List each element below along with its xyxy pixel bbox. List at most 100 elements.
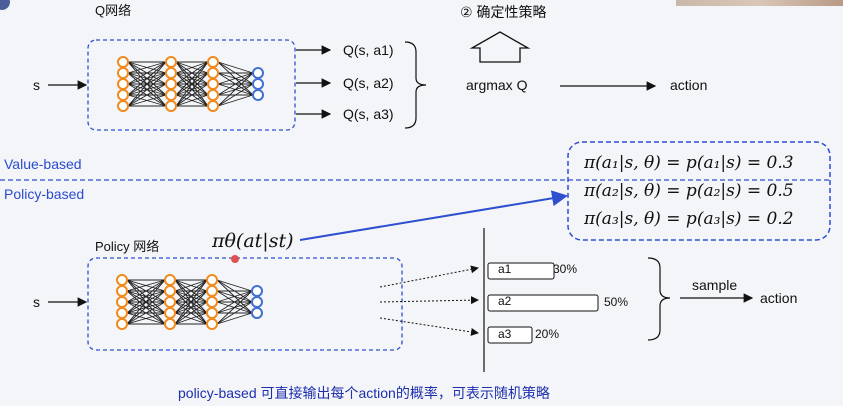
deterministic-policy-heading: ② 确定性策略 [460, 4, 547, 20]
dotted-arrow-3 [379, 317, 479, 336]
q-network-edge [127, 83, 167, 107]
policy-network-edge [174, 279, 208, 292]
q-input-label: s [33, 77, 40, 93]
q-network-node [207, 78, 219, 90]
q-brace [404, 41, 427, 129]
bar-a1 [487, 262, 555, 280]
bar-label-a2: a2 [498, 294, 512, 308]
q-network-edge [175, 61, 209, 85]
policy-network-node [116, 274, 128, 286]
bar-label-a3: a3 [498, 327, 512, 341]
formula-pointer-arrow [299, 190, 568, 241]
q-network-edge [127, 72, 167, 107]
q-network-edge [217, 94, 254, 107]
q-network-node [117, 56, 129, 68]
policy-network-box [87, 257, 403, 351]
policy-network-edge [174, 301, 208, 325]
q-network-node [252, 67, 264, 79]
policy-network-edge [126, 290, 166, 325]
q-network-title: Q网络 [95, 3, 132, 18]
policy-network-node [206, 318, 218, 330]
q-network-node [252, 78, 264, 90]
policy-network-edge [216, 290, 253, 303]
policy-network-node [206, 307, 218, 319]
q-network-node [117, 78, 129, 90]
policy-network-node [116, 307, 128, 319]
q-network-node [165, 56, 177, 68]
policy-network-node [116, 296, 128, 308]
q-network-edge [175, 83, 209, 107]
policy-network-edge [174, 279, 208, 303]
sample-brace [647, 257, 671, 341]
q-network-graph [117, 56, 264, 112]
q-network-edge [175, 94, 209, 107]
policy-network-edge [174, 290, 208, 325]
policy-network-node [164, 318, 176, 330]
q-network-node [165, 89, 177, 101]
dotted-arrow-2 [379, 296, 479, 305]
q-network-edge [217, 72, 254, 85]
q-network-edge [175, 72, 209, 107]
q-network-edge [127, 61, 167, 96]
q-network-edge [127, 94, 167, 107]
q-network-edge [175, 61, 209, 107]
bottom-note: policy-based 可直接输出每个action的概率，可表示随机策略 [178, 385, 550, 401]
policy-network-edge [126, 312, 166, 325]
policy-network-edge [216, 290, 253, 314]
policy-network-edge [126, 279, 166, 314]
dotted-arrow-1 [379, 265, 479, 288]
prob-formula-3: π(a₃|s, θ) = p(a₃|s) = 0.2 [584, 209, 794, 229]
q-network-node [165, 78, 177, 90]
policy-network-title: Policy 网络 [95, 239, 160, 254]
policy-network-edge [126, 279, 166, 292]
q-network-node [207, 100, 219, 112]
cursor-dot [231, 255, 239, 263]
q-network-edge [175, 61, 209, 96]
q-output-2: Q(s, a2) [343, 75, 394, 91]
q-network-node [165, 67, 177, 79]
q-action-label: action [670, 77, 708, 93]
prob-formula-2: π(a₂|s, θ) = p(a₂|s) = 0.5 [584, 181, 794, 201]
policy-network-edge [174, 312, 208, 325]
q-output-1: Q(s, a1) [343, 42, 394, 58]
value-based-label: Value-based [4, 156, 82, 172]
policy-network-edge [174, 279, 208, 314]
up-arrow-icon [469, 31, 531, 63]
policy-network-node [116, 318, 128, 330]
policy-network-edge [216, 301, 253, 325]
policy-network-edge [216, 312, 253, 325]
webcam-strip [676, 0, 843, 6]
policy-network-edge [216, 290, 253, 325]
prob-formula-1: π(a₁|s, θ) = p(a₁|s) = 0.3 [584, 153, 794, 173]
sample-label: sample [692, 277, 738, 293]
bar-percent-a3: 20% [535, 327, 560, 341]
q-network-node [207, 67, 219, 79]
policy-network-node [206, 285, 218, 297]
q-network-edge [217, 72, 254, 96]
policy-network-node [164, 274, 176, 286]
argmax-label: argmax Q [466, 77, 528, 93]
q-network-node [252, 89, 264, 101]
policy-network-node [164, 307, 176, 319]
probability-bars [487, 262, 599, 344]
q-output-3: Q(s, a3) [343, 106, 394, 122]
bar-a2 [487, 294, 599, 312]
q-network-node [207, 56, 219, 68]
q-network-node [207, 89, 219, 101]
q-network-edge [217, 83, 254, 107]
q-network-edge [127, 61, 167, 85]
policy-network-node [251, 307, 263, 319]
policy-based-label: Policy-based [4, 186, 85, 202]
policy-network-node [206, 296, 218, 308]
q-network-node [117, 67, 129, 79]
policy-network-edge [216, 279, 253, 292]
policy-input-label: s [33, 294, 40, 310]
q-network-edge [127, 61, 167, 107]
policy-network-edge [174, 279, 208, 325]
policy-network-edge [126, 279, 166, 325]
bar-label-a1: a1 [498, 262, 512, 276]
q-network-node [165, 100, 177, 112]
policy-network-edge [126, 301, 166, 325]
policy-formula: πθ(at|st) [212, 230, 294, 252]
